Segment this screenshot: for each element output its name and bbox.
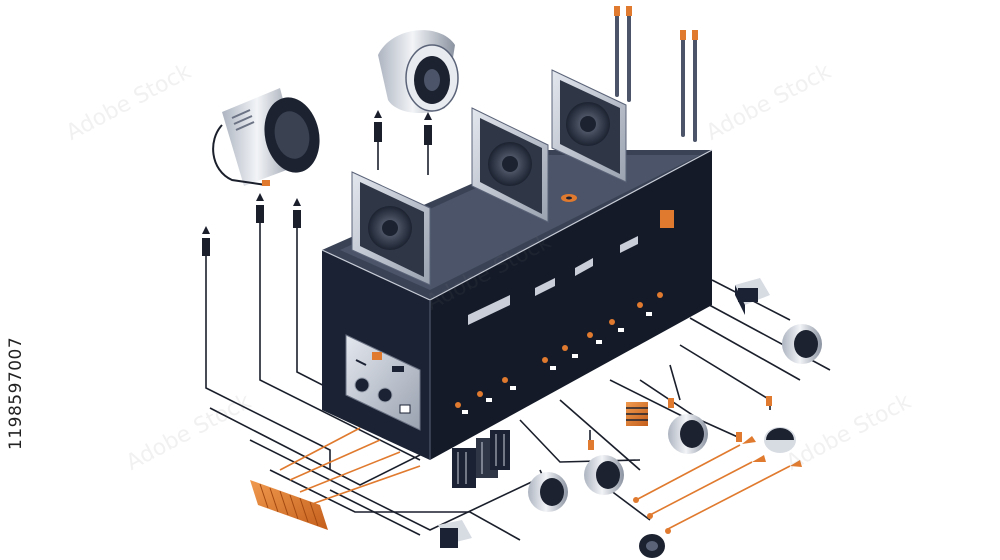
stock-image-id: 1198597007: [6, 336, 26, 450]
dome-knob: [764, 427, 796, 453]
cylinder-speaker-left: [212, 88, 320, 186]
transformer-stack: [452, 430, 510, 488]
tweeter-2: [668, 414, 708, 454]
connector-boxes: [438, 278, 770, 548]
tweeter-3: [584, 455, 624, 495]
cylinder-speaker-top: [378, 30, 459, 114]
connector-box-right: [735, 278, 770, 315]
jack-row: [455, 292, 663, 414]
top-speaker-1: [351, 171, 431, 286]
small-orange-coil: [626, 402, 648, 426]
round-tweeters: [528, 324, 822, 558]
orange-wiring: [279, 427, 791, 531]
tweeter-4: [528, 472, 568, 512]
antenna-rods: [614, 6, 698, 142]
cable-plugs: [202, 110, 432, 256]
heatsink-block: [250, 480, 328, 530]
top-speaker-3: [551, 69, 627, 183]
top-speaker-2: [471, 107, 549, 223]
front-control-panel: [345, 334, 421, 431]
orange-terminals: [588, 396, 802, 534]
tweeter-1: [782, 324, 822, 364]
bottom-round-plug: [639, 534, 665, 558]
connector-box-bottom: [438, 520, 472, 548]
side-panel-slots: [468, 210, 674, 325]
